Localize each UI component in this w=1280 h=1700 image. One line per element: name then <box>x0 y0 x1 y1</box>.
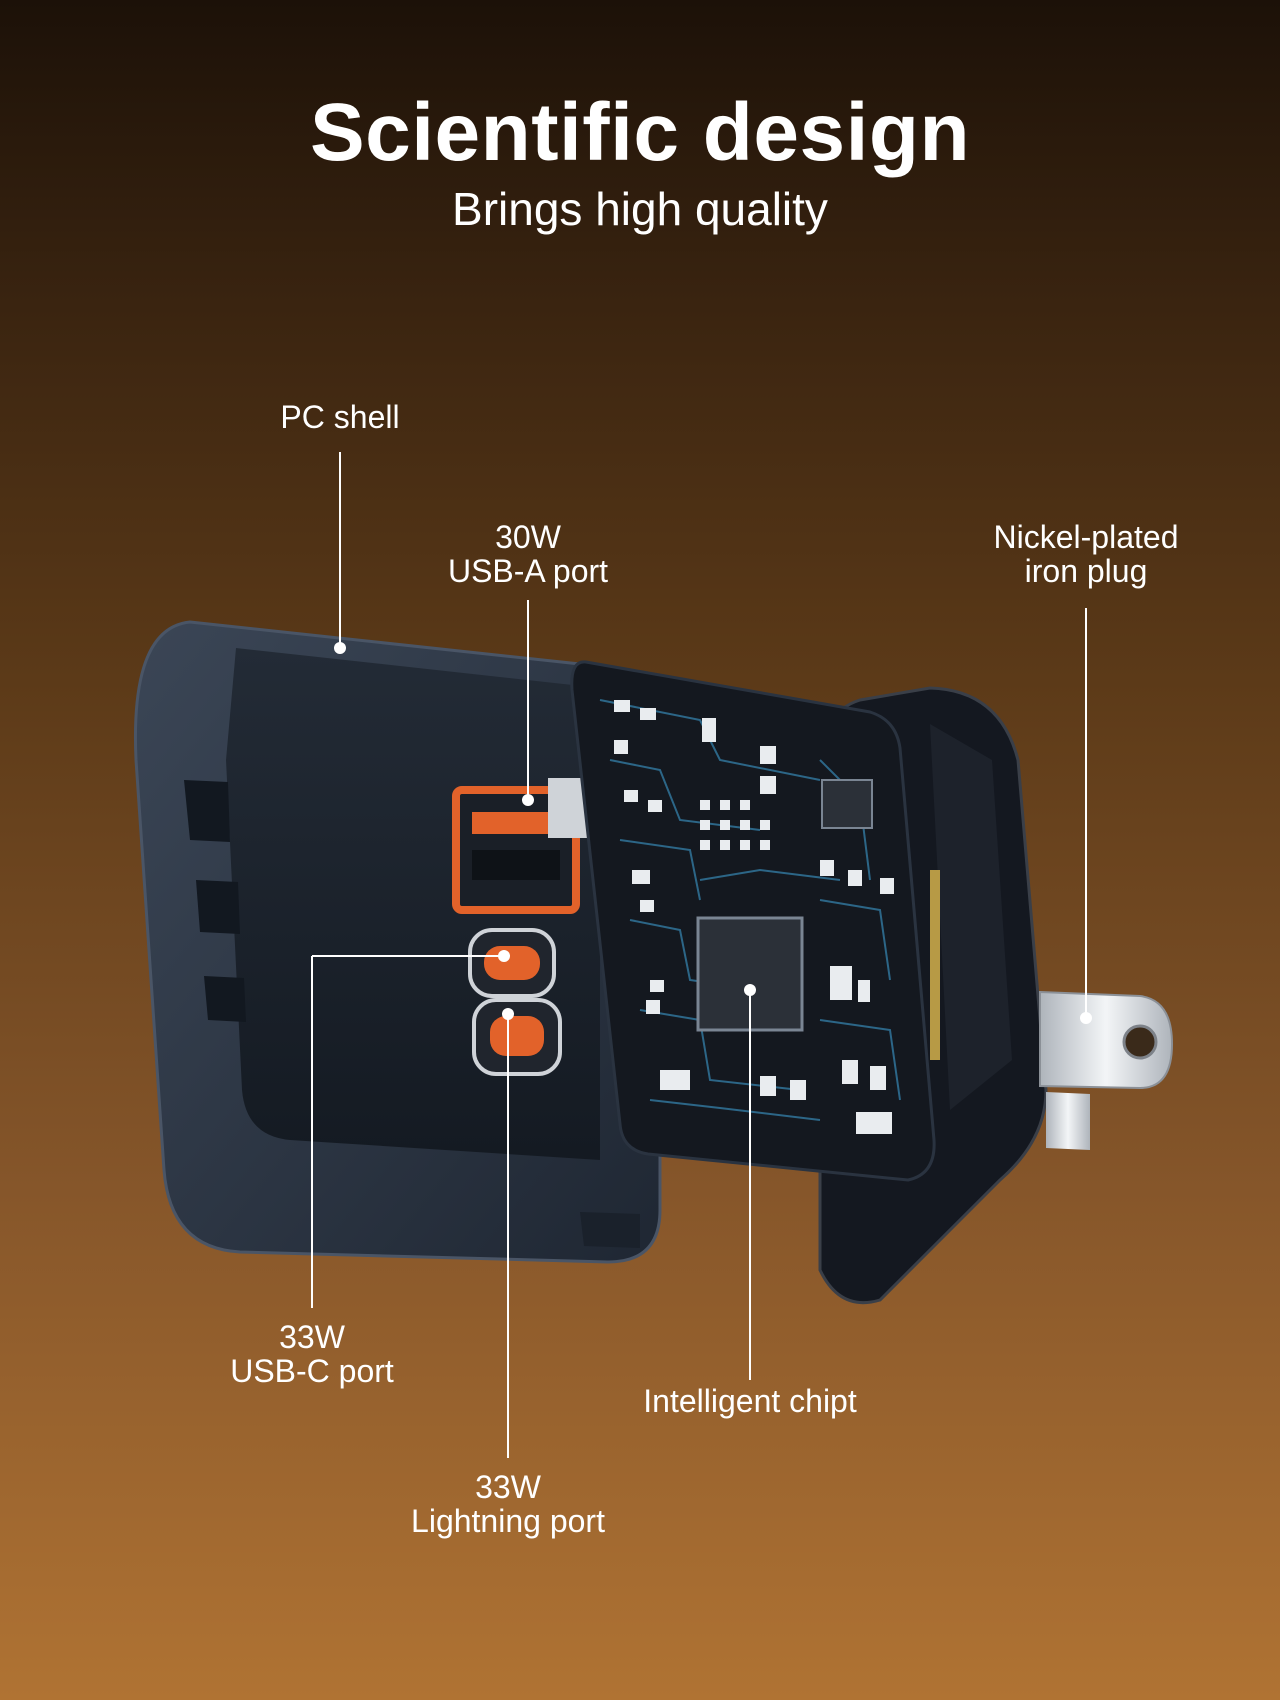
page-subtitle: Brings high quality <box>452 183 828 235</box>
page-title: Scientific design <box>309 87 971 178</box>
callout-lightning-port: 33W Lightning port <box>411 1469 605 1539</box>
callout-usb-a-port: 30W USB-A port <box>447 519 609 589</box>
lightning-port <box>472 998 562 1076</box>
pcb-board <box>570 660 936 1182</box>
iron-plug <box>1039 990 1174 1150</box>
callout-nickel-plated-plug: Nickel-plated iron plug <box>993 519 1179 589</box>
callout-pc-shell: PC shell <box>280 399 400 435</box>
callout-lines <box>311 452 1092 1458</box>
callout-intelligent-chip: Intelligent chipt <box>643 1383 857 1419</box>
callout-usb-c-port: 33W USB-C port <box>230 1319 394 1389</box>
usb-c-port <box>468 928 556 998</box>
usb-a-port <box>452 778 590 914</box>
